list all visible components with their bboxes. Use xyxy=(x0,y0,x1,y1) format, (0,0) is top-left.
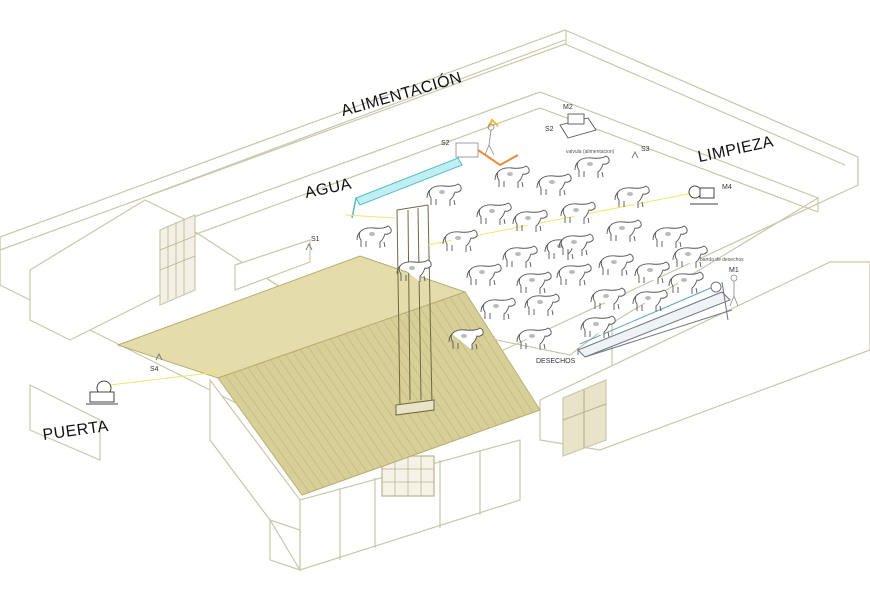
cow-figure xyxy=(580,315,616,338)
cow-figure xyxy=(634,261,670,284)
cow-figure xyxy=(516,271,552,294)
panel-caption: valvula (alimentacion) xyxy=(566,149,615,155)
conveyor-caption: banda de desechos xyxy=(700,257,744,263)
cow-figure xyxy=(396,259,432,282)
cow-figure xyxy=(614,185,650,208)
marker-m1: M1 xyxy=(729,267,739,274)
cow-figure xyxy=(558,233,594,256)
feed-pipe xyxy=(477,118,519,167)
cow-figure xyxy=(524,293,560,316)
cow-figure xyxy=(574,155,610,178)
marker-s2-top: S2 xyxy=(441,140,450,147)
cow-figure xyxy=(652,225,688,248)
cow-figure xyxy=(426,183,462,206)
marker-s3: S3 xyxy=(641,146,650,153)
cow-figure xyxy=(668,271,704,294)
front-building xyxy=(29,378,521,573)
sensor-symbols xyxy=(155,150,639,361)
cow-figure xyxy=(560,201,596,224)
marker-m2: M2 xyxy=(563,104,573,111)
roof xyxy=(116,255,541,496)
cow-figure xyxy=(466,263,502,286)
water-pipe xyxy=(351,142,479,219)
cow-figure xyxy=(502,245,538,268)
vent-shaft xyxy=(395,204,435,416)
cattle-herd xyxy=(356,155,708,350)
cow-figure xyxy=(512,209,548,232)
cow-figure xyxy=(356,225,392,248)
left-building xyxy=(29,199,311,341)
cow-figure xyxy=(442,229,478,252)
cow-figure xyxy=(598,253,634,276)
motor-m4 xyxy=(688,185,718,205)
cow-figure xyxy=(480,297,516,320)
label-desechos: DESECHOS xyxy=(536,358,576,365)
cow-figure xyxy=(494,165,530,188)
cow-figure xyxy=(632,289,668,312)
cow-figure xyxy=(516,327,552,350)
feeder-m2 xyxy=(559,113,597,139)
cow-figure xyxy=(448,327,484,350)
worker-figures xyxy=(484,123,739,307)
motor-s4 xyxy=(86,380,118,405)
cow-figure xyxy=(672,245,708,268)
marker-m4: M4 xyxy=(722,184,732,191)
marker-s4: S4 xyxy=(150,366,159,373)
cow-figure xyxy=(556,263,592,286)
cow-figure xyxy=(590,287,626,310)
cow-figure xyxy=(536,173,572,196)
marker-s2-panel: S2 xyxy=(545,126,554,133)
right-wall xyxy=(539,261,870,457)
cow-figure xyxy=(476,202,512,225)
marker-s1: S1 xyxy=(311,236,320,243)
cow-figure xyxy=(606,219,642,242)
perimeter-walls xyxy=(0,29,859,441)
